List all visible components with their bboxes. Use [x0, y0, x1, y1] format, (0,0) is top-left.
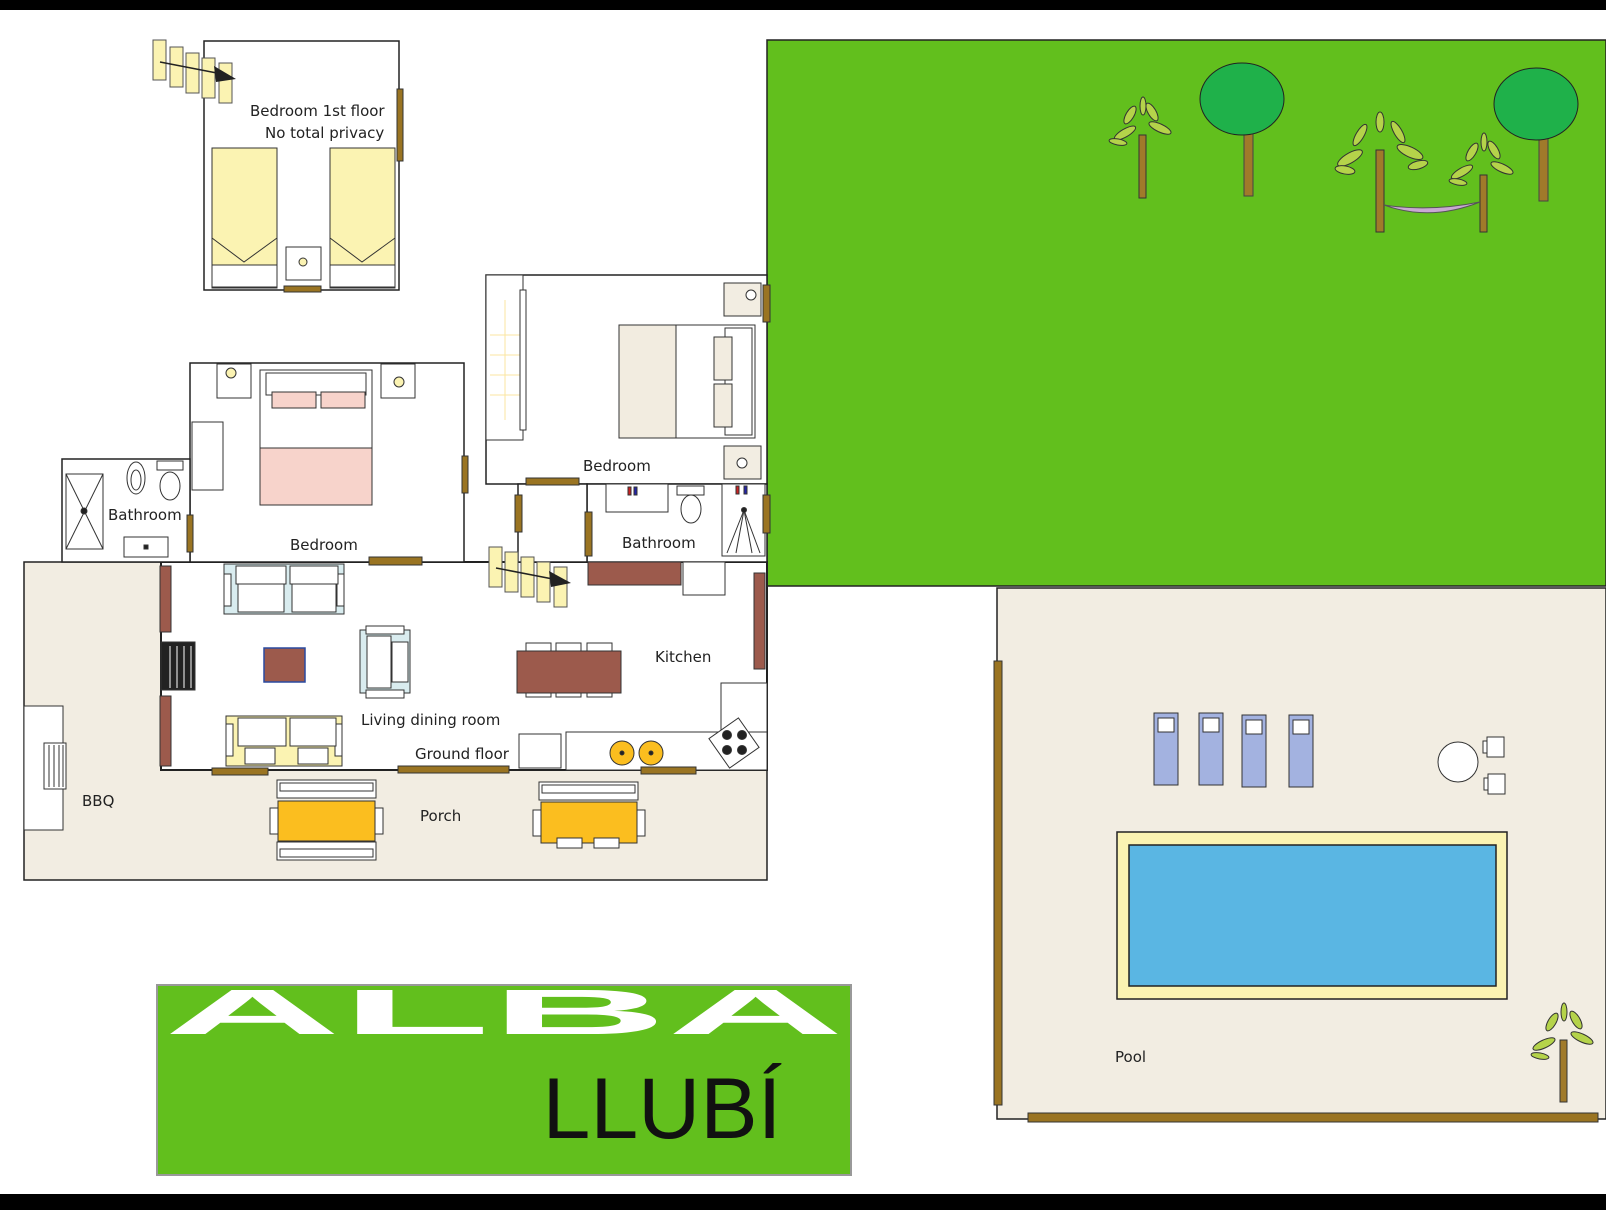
nightstand-icon [723, 282, 762, 317]
terrace-wall-left [993, 660, 1003, 1106]
corridor [517, 483, 588, 563]
coffee-table [263, 647, 306, 683]
garden-area [766, 39, 1606, 587]
outdoor-table-icon [532, 781, 646, 849]
stove-icon [708, 717, 760, 769]
fireplace-icon [160, 641, 196, 691]
door [186, 514, 194, 553]
alba-llubi-logo: ALBA LLUBÍ [156, 976, 852, 1176]
kitchen-cabinet [518, 733, 562, 769]
round-table-icon [1437, 736, 1506, 795]
door [762, 494, 771, 534]
door [368, 556, 423, 566]
label-pool: Pool [1115, 1048, 1146, 1066]
bidet-icon [126, 461, 146, 495]
shower-icon [721, 483, 766, 557]
olive-tree-icon [1108, 96, 1172, 199]
stool-icon [609, 740, 664, 766]
single-bed-icon [211, 147, 278, 289]
dining-table-icon [516, 642, 622, 698]
toilet-icon [676, 485, 705, 524]
toilet-icon [156, 460, 184, 501]
door [397, 765, 510, 774]
armchair-icon [359, 625, 411, 699]
nightstand-icon [285, 246, 322, 281]
olive-tree-icon [1530, 1002, 1594, 1103]
stairs-arrow-line [495, 567, 559, 581]
door [211, 767, 269, 776]
label-ground-floor: Ground floor [415, 745, 510, 763]
olive-tree-icon [1334, 111, 1429, 233]
sun-lounger-icon [1198, 712, 1224, 786]
kitchen-counter [587, 561, 682, 586]
kitchen-counter-side [753, 572, 766, 670]
door [461, 455, 469, 494]
label-bedroom-1st-floor: Bedroom 1st floor [250, 102, 385, 120]
sofa-icon [225, 715, 343, 767]
sun-lounger-icon [1241, 714, 1267, 788]
label-bedroom-right: Bedroom [583, 457, 651, 475]
grill-icon [43, 742, 67, 790]
door [514, 494, 523, 533]
pool-water [1128, 844, 1497, 987]
round-tree-icon [1199, 62, 1285, 197]
hammock-icon [1383, 201, 1481, 214]
arrow-icon [214, 66, 236, 82]
sink-icon [123, 536, 169, 558]
label-living-dining-room: Living dining room [361, 711, 500, 729]
outdoor-table-icon [269, 779, 384, 861]
sun-lounger-icon [1153, 712, 1179, 786]
door [762, 284, 771, 323]
label-bathroom-right: Bathroom [622, 534, 696, 552]
olive-tree-icon [1448, 132, 1514, 233]
door [525, 477, 580, 486]
label-bedroom-left: Bedroom [290, 536, 358, 554]
label-kitchen: Kitchen [655, 648, 711, 666]
label-porch: Porch [420, 807, 461, 825]
label-bathroom-left: Bathroom [108, 506, 182, 524]
logo-line2: LLUBÍ [542, 1061, 781, 1157]
sun-lounger-icon [1288, 714, 1314, 788]
double-bed-icon [259, 369, 373, 506]
sideboard [159, 565, 172, 633]
single-bed-icon [329, 147, 396, 289]
sliding-door [519, 289, 527, 431]
nightstand-icon [216, 363, 252, 399]
sink-icon [605, 483, 669, 513]
label-bbq: BBQ [82, 792, 114, 810]
logo-line1: ALBA [164, 976, 844, 1048]
double-bed-icon [618, 324, 756, 439]
door [584, 511, 593, 557]
round-tree-icon [1493, 67, 1579, 202]
desk [191, 421, 224, 491]
door [396, 88, 404, 162]
sofa-icon [223, 563, 345, 615]
stairs-arrow-line [159, 61, 223, 75]
shower-icon [65, 473, 104, 550]
door [640, 766, 697, 775]
nightstand-icon [380, 363, 416, 399]
arrow-icon [549, 571, 571, 587]
sideboard [159, 695, 172, 767]
label-no-total-privacy: No total privacy [265, 124, 384, 142]
door [283, 285, 322, 293]
terrace-wall-bottom [1027, 1112, 1599, 1123]
wardrobe-icon [485, 274, 524, 441]
nightstand-icon [723, 445, 762, 480]
fridge [682, 561, 726, 596]
